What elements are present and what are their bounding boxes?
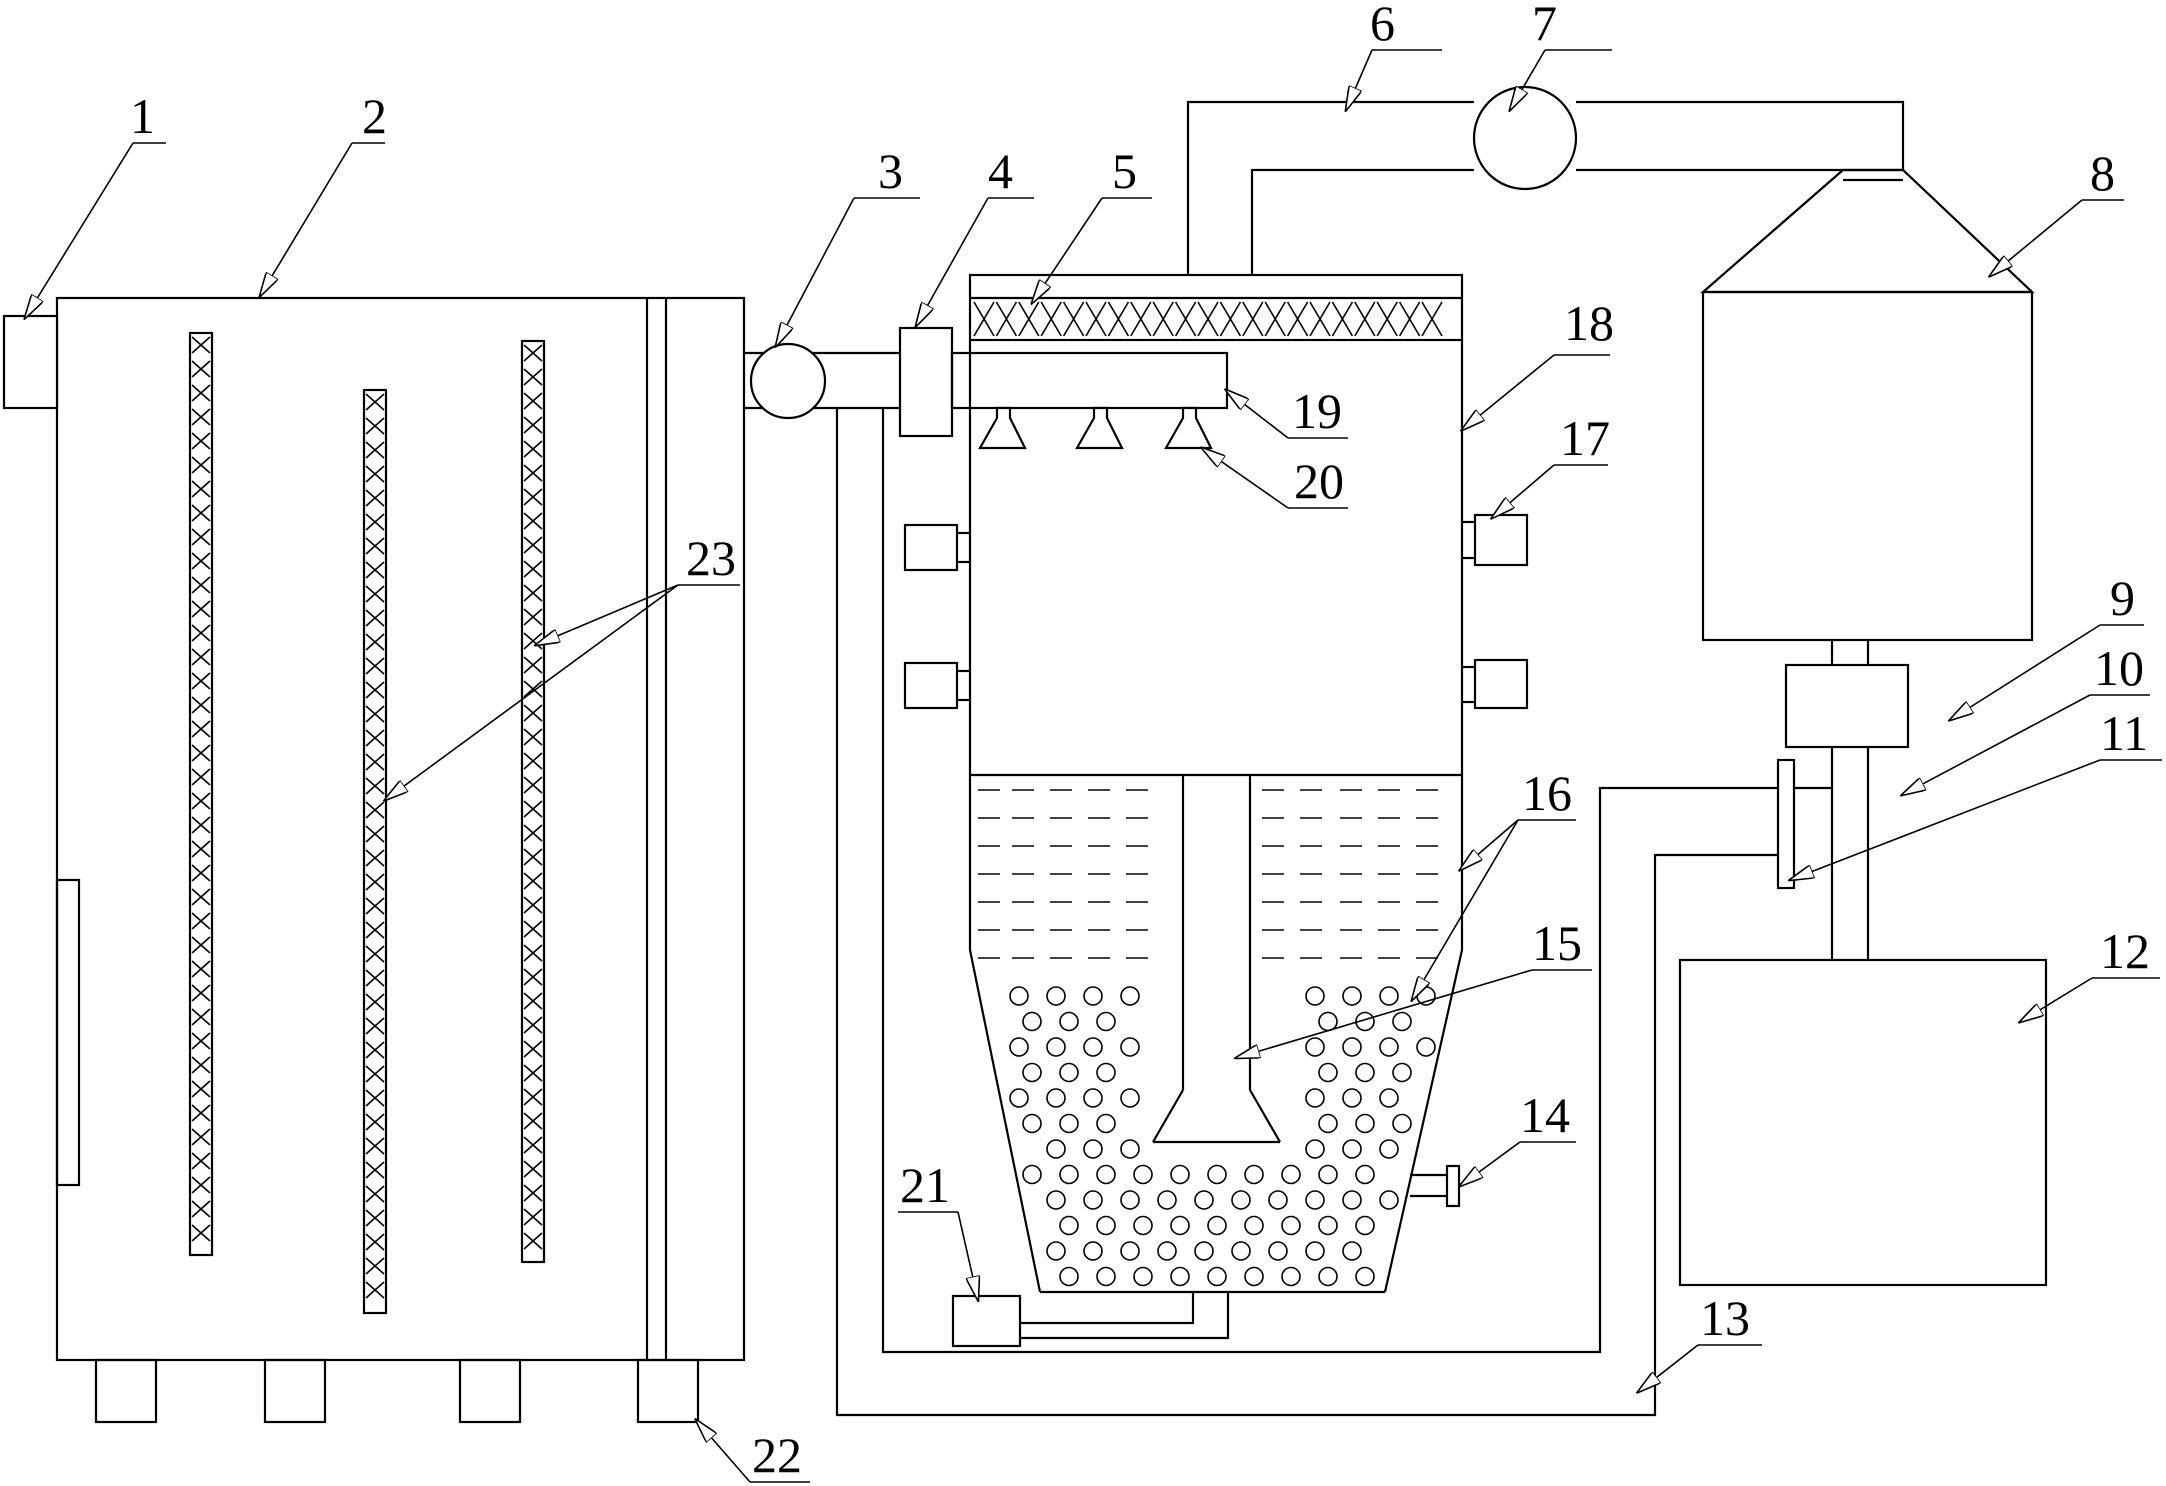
side-door [55, 878, 81, 1187]
callout-6: 6 [1370, 0, 1395, 51]
exhaust-fan [1472, 85, 1578, 191]
side-ports [903, 513, 1529, 710]
callout-22: 22 [752, 1427, 802, 1483]
settling-tower [1678, 168, 2048, 1287]
demister-frame [968, 273, 1464, 342]
support-feet [94, 1358, 700, 1424]
callout-10: 10 [2094, 640, 2144, 696]
demister-mesh [973, 301, 1443, 337]
return-pipes [835, 408, 1832, 1417]
cabinet [2, 296, 746, 1424]
water-dashes [978, 789, 1438, 959]
callout-2: 2 [362, 88, 387, 144]
callout-13: 13 [1700, 1290, 1750, 1346]
callout-7: 7 [1532, 0, 1557, 51]
spray-pipe [950, 351, 1229, 410]
callout-8: 8 [2090, 145, 2115, 201]
callout-3: 3 [878, 143, 903, 199]
callout-11: 11 [2100, 705, 2148, 761]
collection-tank [1678, 958, 2048, 1287]
callout-15: 15 [1532, 915, 1582, 971]
scrubber-tower [903, 273, 1529, 1348]
spray-nozzles [978, 406, 1213, 450]
pump-9 [1784, 663, 1910, 749]
valve [898, 326, 954, 438]
callout-20: 20 [1294, 453, 1344, 509]
fan-and-duct [744, 326, 1229, 438]
callout-12: 12 [2100, 923, 2150, 979]
callout-14: 14 [1520, 1087, 1570, 1143]
callout-17: 17 [1560, 410, 1610, 466]
callout-19: 19 [1292, 383, 1342, 439]
packing-balls [1009, 986, 1436, 1287]
circulation-pump [951, 1294, 1022, 1348]
filter-rod [520, 339, 546, 1264]
cabinet-body [55, 296, 746, 1362]
fan [749, 342, 827, 420]
drain-valve [1410, 1164, 1461, 1208]
filter-rod [362, 388, 388, 1315]
level-gauge [1776, 758, 1796, 890]
callout-1: 1 [130, 88, 155, 144]
callout-5: 5 [1112, 143, 1137, 199]
callout-18: 18 [1564, 295, 1614, 351]
exhaust-duct [1186, 85, 1905, 275]
draft-tube [1152, 775, 1281, 1144]
callout-9: 9 [2110, 570, 2135, 626]
control-box [2, 314, 59, 410]
filter-rods [188, 331, 546, 1315]
callout-21: 21 [900, 1157, 950, 1213]
callout-4: 4 [988, 143, 1013, 199]
callout-16: 16 [1522, 765, 1572, 821]
filter-rod [188, 331, 214, 1257]
callout-23: 23 [686, 530, 736, 586]
callout-labels: 1 2 3 4 5 6 7 8 9 10 [25, 0, 2162, 1483]
